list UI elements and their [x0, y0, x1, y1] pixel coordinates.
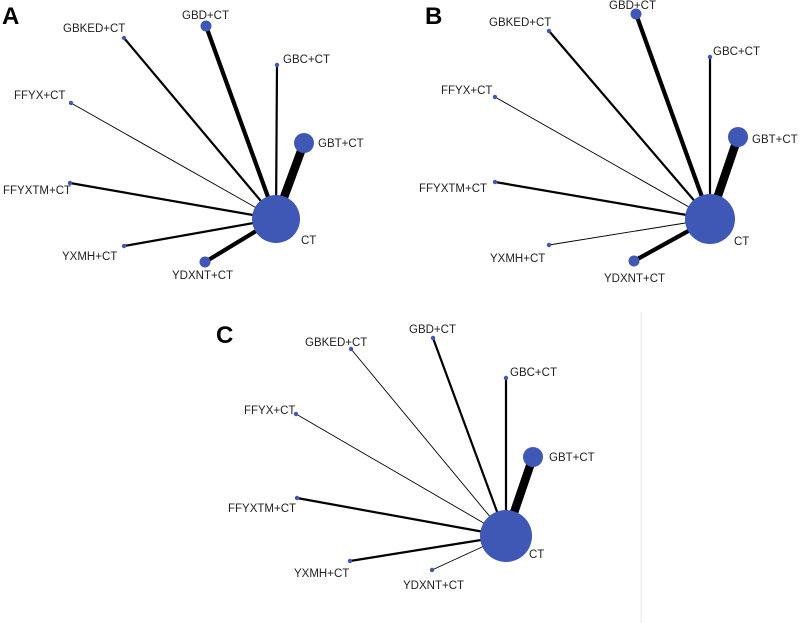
panel-c: GBKED+CT GBD+CT GBC+CT FFYX+CT GBT+CT FFYXTM+…: [216, 322, 595, 592]
edge-gbd-ct: [431, 337, 508, 537]
node-label-ct: CT: [734, 236, 749, 248]
edge-ffyxtm-ct: [494, 180, 711, 221]
panel-label: C: [216, 322, 233, 349]
node-yxmh: [121, 243, 127, 249]
node-gbked: [121, 35, 127, 41]
node-label-ydxnt: YDXNT+CT: [403, 580, 464, 592]
node-label-ffyxtm: FFYXTM+CT: [228, 503, 296, 515]
panel-label: B: [425, 3, 442, 30]
edge-gbc-ct: [274, 64, 279, 220]
edge-gbked-ct: [350, 348, 507, 537]
panel-label: A: [2, 3, 19, 30]
node-labels: GBKED+CT GBD+CT GBC+CT FFYX+CT GBT+CT FFYXTM+…: [3, 10, 364, 282]
node-gbc: [707, 54, 713, 60]
node-label-ffyx: FFYX+CT: [14, 90, 65, 102]
edge-gbked-ct: [123, 37, 277, 220]
edge-ffyxtm-ct: [296, 496, 507, 538]
node-ydxnt: [429, 567, 435, 573]
node-label-gbc: GBC+CT: [283, 54, 330, 66]
node-label-gbked: GBKED+CT: [63, 23, 125, 35]
node-label-gbt: GBT+CT: [752, 134, 798, 146]
node-ydxnt: [199, 256, 211, 268]
node-label-gbd: GBD+CT: [409, 324, 456, 336]
node-label-gbd: GBD+CT: [609, 0, 656, 12]
node-label-ydxnt: YDXNT+CT: [172, 270, 233, 282]
node-label-gbt: GBT+CT: [318, 138, 364, 150]
node-ydxnt: [628, 255, 640, 267]
node-label-ffyxtm: FFYXTM+CT: [419, 183, 487, 195]
node-ffyxtm: [67, 180, 73, 186]
edge-ffyx-ct: [295, 413, 507, 537]
node-ffyxtm: [294, 495, 300, 501]
node-gbt: [728, 127, 748, 147]
node-label-gbc: GBC+CT: [713, 46, 760, 58]
node-ffyx: [492, 94, 498, 100]
node-gbt: [523, 447, 543, 467]
node-labels: GBKED+CT GBD+CT GBC+CT FFYX+CT GBT+CT FFYXTM+…: [419, 0, 798, 285]
nodes: [67, 20, 314, 268]
node-label-gbc: GBC+CT: [510, 367, 557, 379]
node-yxmh: [347, 558, 353, 564]
node-ct: [685, 194, 735, 244]
edge-ffyx-ct: [494, 96, 711, 220]
node-gbked: [348, 346, 354, 352]
nodes: [293, 335, 543, 573]
node-label-gbked: GBKED+CT: [489, 17, 551, 29]
node-label-ffyx: FFYX+CT: [244, 405, 295, 417]
node-gbc: [503, 375, 509, 381]
edge-yxmh-ct: [349, 534, 507, 563]
panel-b: GBKED+CT GBD+CT GBC+CT FFYX+CT GBT+CT FFYXTM+…: [419, 0, 798, 285]
node-label-ffyx: FFYX+CT: [441, 85, 492, 97]
node-label-ct: CT: [301, 235, 316, 247]
edge-yxmh-ct: [123, 217, 277, 248]
edge-ffyx-ct: [70, 102, 277, 220]
node-yxmh: [546, 242, 552, 248]
node-label-ffyxtm: FFYXTM+CT: [3, 185, 71, 197]
node-labels: GBKED+CT GBD+CT GBC+CT FFYX+CT GBT+CT FFYXTM+…: [228, 324, 595, 592]
nodes: [492, 8, 748, 267]
node-gbd: [630, 8, 642, 20]
edge-gbd-ct: [634, 13, 712, 220]
edge-gbd-ct: [204, 25, 278, 220]
node-label-gbked: GBKED+CT: [305, 337, 367, 349]
node-gbd: [430, 335, 436, 341]
node-gbt: [294, 133, 314, 153]
node-label-gbt: GBT+CT: [549, 452, 595, 464]
edge-gbked-ct: [548, 30, 711, 220]
node-gbked: [546, 28, 552, 34]
node-label-ydxnt: YDXNT+CT: [604, 273, 665, 285]
edge-ffyxtm-ct: [69, 181, 277, 221]
node-ct: [480, 510, 532, 562]
node-label-ct: CT: [529, 549, 544, 561]
panel-a: GBKED+CT GBD+CT GBC+CT FFYX+CT GBT+CT FFYXTM+…: [2, 3, 364, 282]
node-gbd: [200, 20, 212, 32]
edge-yxmh-ct: [548, 218, 711, 246]
node-label-yxmh: YXMH+CT: [62, 251, 117, 263]
node-ffyx: [293, 411, 299, 417]
node-gbc: [274, 62, 280, 68]
node-ffyxtm: [492, 179, 498, 185]
node-label-yxmh: YXMH+CT: [490, 253, 545, 265]
node-ct: [252, 195, 300, 243]
node-label-gbd: GBD+CT: [182, 10, 229, 22]
node-label-yxmh: YXMH+CT: [294, 568, 349, 580]
node-ffyx: [68, 100, 74, 106]
